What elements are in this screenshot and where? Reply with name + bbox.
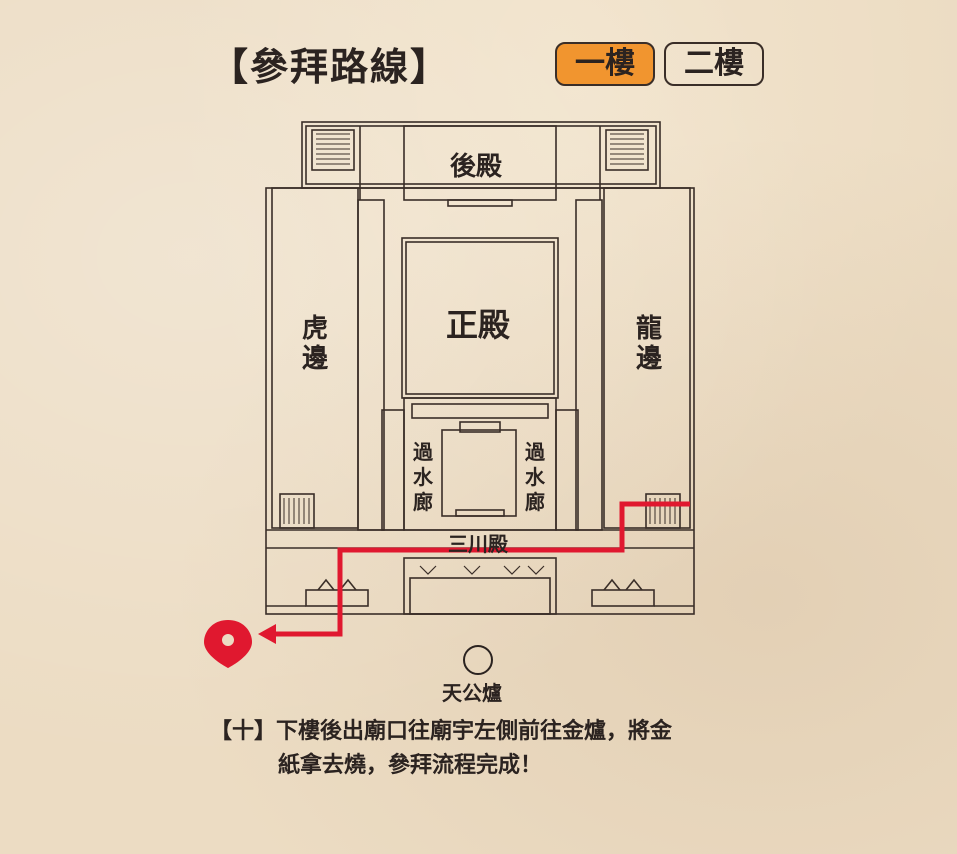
step-line-2: 紙拿去燒，參拜流程完成！ <box>278 753 543 778</box>
route-path <box>272 501 690 637</box>
rear-hall-label: 後殿 <box>450 152 503 182</box>
location-pin-icon <box>204 620 252 668</box>
furnace-label: 天公爐 <box>442 681 502 705</box>
step-instruction: 【十】下樓後出廟口往廟宇左側前往金爐，將金 紙拿去燒，參拜流程完成！ <box>210 715 750 783</box>
floor-1-button[interactable]: 一樓 <box>555 42 655 86</box>
left-corridor-label: 過水廊 <box>413 440 433 514</box>
furnace-icon <box>463 645 493 675</box>
tiger-side-label: 虎邊 <box>301 314 328 374</box>
floor-2-button[interactable]: 二樓 <box>664 42 764 86</box>
arrow-left-icon <box>258 624 276 644</box>
sanchuan-hall-label: 三川殿 <box>448 532 508 556</box>
main-hall-label: 正殿 <box>446 306 511 344</box>
dragon-side-label: 龍邊 <box>635 314 662 374</box>
step-line-1: 【十】下樓後出廟口往廟宇左側前往金爐，將金 <box>210 719 673 744</box>
right-corridor-label: 過水廊 <box>525 440 545 514</box>
page-title: 【參拜路線】 <box>210 45 451 89</box>
